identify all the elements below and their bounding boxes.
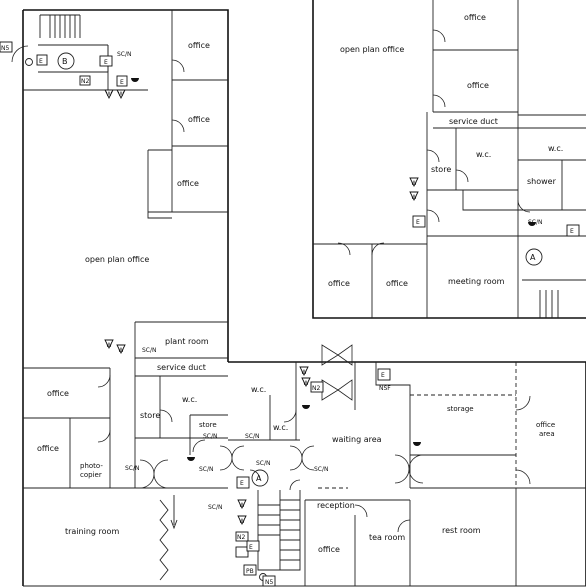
label-w-top2: W <box>118 91 124 98</box>
room-photocopier-b: copier <box>80 471 102 479</box>
label-w-r1: W <box>411 180 417 187</box>
room-wc-c2: w.c. <box>251 385 266 394</box>
stair-icon <box>159 490 301 581</box>
label-scn-c8: SC/N <box>208 504 223 511</box>
room-office-left1: office <box>47 389 69 398</box>
label-scn-c5: SC/N <box>199 466 214 473</box>
room-office-r1: office <box>464 13 486 22</box>
room-office-mid: office <box>177 179 199 188</box>
room-office-r4: office <box>386 279 408 288</box>
room-store-c: store <box>140 411 160 420</box>
room-rest-room: rest room <box>442 526 481 535</box>
room-shower: shower <box>527 177 557 186</box>
room-photocopier-a: photo- <box>80 462 103 470</box>
doors <box>11 29 531 533</box>
room-wc-r1: w.c. <box>476 150 491 159</box>
label-n2-c: N2 <box>312 385 320 392</box>
room-wc-c1: w.c. <box>182 395 197 404</box>
label-w-c2: W <box>118 347 124 354</box>
label-n2-b: N2 <box>237 534 245 541</box>
symbol-labels: N5 E B E SC/N N2 E W W W W E SC/N E A W … <box>1 45 574 586</box>
label-w-c1: W <box>106 342 112 349</box>
label-e-top2: E <box>104 59 108 66</box>
label-e-c: E <box>240 480 244 487</box>
label-nsf: NSF <box>379 385 391 392</box>
room-office-r3: office <box>328 279 350 288</box>
room-plant-room: plant room <box>165 337 209 346</box>
room-office-area-a: office <box>536 421 555 429</box>
walls <box>22 0 586 587</box>
label-w-r2: W <box>411 194 417 201</box>
label-scn-c7: SC/N <box>314 466 329 473</box>
room-training-room: training room <box>65 527 119 536</box>
label-stair-b: B <box>62 57 68 66</box>
label-e-c2: E <box>381 372 385 379</box>
label-scn-c3: SC/N <box>245 433 260 440</box>
room-waiting-area: waiting area <box>332 435 382 444</box>
bottom-right-partitions <box>228 362 586 586</box>
room-open-plan-left: open plan office <box>85 255 149 264</box>
label-n5-b: N5 <box>265 579 273 586</box>
room-office-top1: office <box>188 41 210 50</box>
room-service-duct-r: service duct <box>449 117 498 126</box>
room-office-r2: office <box>467 81 489 90</box>
room-wc-r2: w.c. <box>548 144 563 153</box>
label-pb-b: PB <box>246 568 254 575</box>
label-w-top1: W <box>106 91 112 98</box>
label-w-c3: W <box>301 369 307 376</box>
label-scn-c4: SC/N <box>125 465 140 472</box>
room-open-plan-right: open plan office <box>340 45 404 54</box>
label-scn-r: SC/N <box>528 219 543 226</box>
room-wc-c3: w.c. <box>273 423 288 432</box>
label-w-b1: W <box>239 502 245 509</box>
label-e-top: E <box>39 58 43 65</box>
room-store-c2: store <box>199 421 217 429</box>
room-meeting-room: meeting room <box>448 277 505 286</box>
room-office-bottom: office <box>318 545 340 554</box>
room-office-area-b: area <box>539 430 555 438</box>
symbols <box>0 41 580 587</box>
label-w-c4: W <box>303 380 309 387</box>
room-storage: storage <box>447 405 474 413</box>
room-labels: office office office open plan office op… <box>37 13 563 554</box>
fire-door-icon <box>321 344 353 401</box>
label-e-r2: E <box>570 228 574 235</box>
label-e-top3: E <box>120 79 124 86</box>
label-e-r1: E <box>416 219 420 226</box>
room-reception: reception <box>317 501 355 510</box>
label-n2-top: N2 <box>81 78 89 85</box>
room-service-duct-c: service duct <box>157 363 206 372</box>
label-scn-top: SC/N <box>117 51 132 58</box>
label-stair-a-r: A <box>530 253 536 262</box>
room-tea-room: tea room <box>369 533 405 542</box>
label-w-b2: W <box>239 518 245 525</box>
label-scn-c1: SC/N <box>142 347 157 354</box>
label-n5-top: N5 <box>1 45 9 52</box>
label-stair-a-c: A <box>256 474 262 483</box>
room-store-r: store <box>431 165 451 174</box>
room-office-top2: office <box>188 115 210 124</box>
room-office-left2: office <box>37 444 59 453</box>
label-scn-c6: SC/N <box>256 460 271 467</box>
label-scn-c2: SC/N <box>203 433 218 440</box>
label-e-b: E <box>249 544 253 551</box>
